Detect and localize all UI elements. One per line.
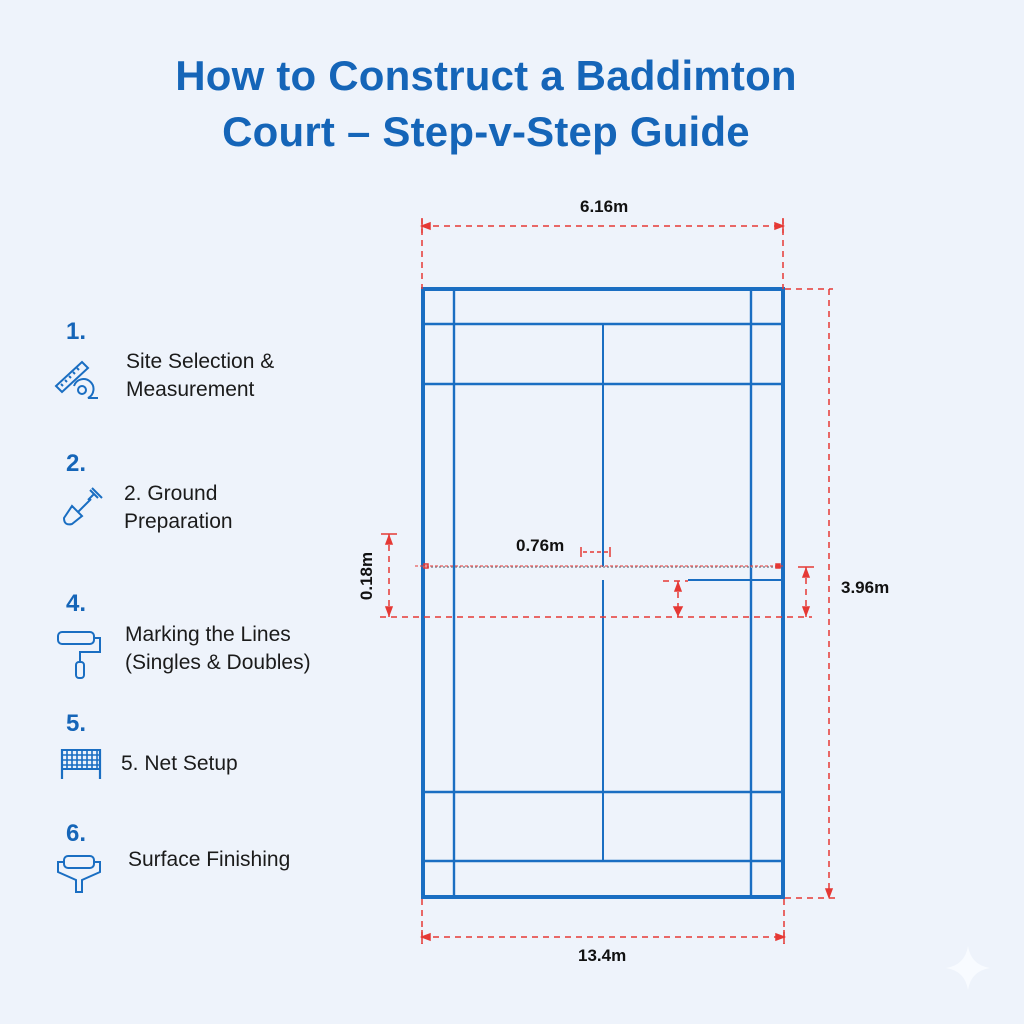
step-label: Marking the Lines (Singles & Doubles) <box>125 623 311 674</box>
step-number: 5. <box>66 710 87 737</box>
dimension-net-offset: 0.76m <box>516 536 565 555</box>
net-icon <box>60 747 102 786</box>
sparkle-icon <box>944 944 992 997</box>
step-label: Site Selection & Measurement <box>126 350 275 401</box>
ruler-tape-measure-icon <box>52 356 104 405</box>
surface-roller-icon <box>54 854 104 899</box>
dimension-bottom-width: 13.4m <box>578 946 627 965</box>
step-number: 6. <box>66 820 87 847</box>
court-lines <box>421 287 785 899</box>
paint-roller-icon <box>56 628 104 685</box>
dimension-right-height: 3.96m <box>841 578 890 597</box>
title-line-2: Court – Step-v-Step Guide <box>222 108 750 155</box>
title-line-1: How to Construct a Baddimton <box>175 52 797 99</box>
dimension-left-offset: 0.18m <box>357 551 376 601</box>
shovel-icon <box>60 484 106 535</box>
step-number: 2. <box>66 450 87 477</box>
page-title: How to Construct a Baddimton Court – Ste… <box>0 48 972 160</box>
step-number: 1. <box>66 318 87 345</box>
step-number: 4. <box>66 590 87 617</box>
step-label: 5. Net Setup <box>121 752 238 775</box>
dimension-top-width: 6.16m <box>580 197 629 216</box>
step-label: Surface Finishing <box>128 848 291 871</box>
step-label: 2. Ground Preparation <box>124 482 233 533</box>
